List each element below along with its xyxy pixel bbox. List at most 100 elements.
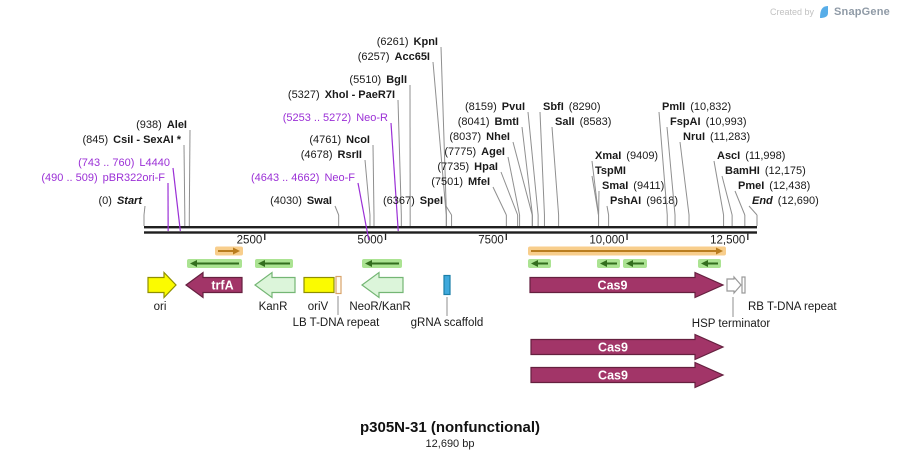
- feature-cas9-copy[interactable]: [530, 361, 725, 389]
- backbone-line-bottom: [144, 231, 757, 234]
- site-leader-line: [521, 126, 533, 216]
- feature-kanr-label: KanR: [259, 301, 288, 313]
- site-label-end[interactable]: End(12,690): [752, 195, 819, 207]
- feature-rb-t-dna-repeat-label: RB T-DNA repeat: [748, 301, 837, 313]
- site-label-bmti[interactable]: (8041)BmtI: [458, 116, 519, 128]
- feature-cas9[interactable]: [529, 271, 725, 299]
- feature-trfa[interactable]: [184, 271, 243, 299]
- feature-kanr[interactable]: [253, 271, 296, 299]
- site-leader-line: [188, 129, 191, 216]
- site-leader-line: [748, 205, 758, 216]
- site-leader-line: [606, 205, 610, 216]
- site-label-fspai[interactable]: FspAI(10,993): [670, 116, 747, 128]
- feature-hsp-terminator[interactable]: [726, 275, 742, 295]
- axis-tick-label: 7500: [478, 235, 504, 247]
- feature-hsp-terminator-label: HSP terminator: [692, 318, 771, 330]
- site-leader-line: [364, 159, 371, 216]
- site-leader-line: [507, 156, 521, 216]
- primer-arrow-green-left-head: [190, 260, 197, 267]
- primer-arrow-green-left-head: [626, 260, 633, 267]
- primer-leader-line: [390, 122, 399, 232]
- snapgene-watermark: Created by SnapGene: [770, 5, 890, 19]
- site-label-agei[interactable]: (7775)AgeI: [444, 146, 505, 158]
- plasmid-length: 12,690 bp: [425, 438, 475, 450]
- primer-arrow-orange-right-head: [233, 247, 240, 255]
- site-leader-line: [397, 99, 402, 216]
- site-label-alei[interactable]: (938)AleI: [136, 119, 187, 131]
- site-label-pshai[interactable]: PshAI(9618): [610, 195, 678, 207]
- site-label-swai[interactable]: (4030)SwaI: [270, 195, 332, 207]
- primer-leader-line: [357, 182, 370, 241]
- feature-rb-t-dna-repeat[interactable]: [741, 276, 746, 294]
- site-label-start[interactable]: (0)Start: [98, 195, 143, 207]
- axis-tick-label: 5000: [357, 235, 383, 247]
- site-leader-line: [734, 190, 746, 216]
- site-label-asci[interactable]: AscI(11,998): [717, 150, 785, 162]
- site-leader-line: [679, 141, 690, 216]
- site-leader-line: [551, 126, 560, 216]
- site-leader-line: [372, 144, 375, 216]
- site-label-csii-sexai[interactable]: (845)CsiI - SexAI *: [82, 134, 181, 146]
- site-leader-line: [432, 61, 447, 216]
- site-label-pbr322ori-f[interactable]: (490 .. 509)pBR322ori-F: [41, 172, 165, 184]
- site-label-smai[interactable]: SmaI(9411): [602, 180, 664, 192]
- site-label-xmai[interactable]: XmaI(9409): [595, 150, 658, 162]
- primer-arrow-orange-right-head: [716, 247, 723, 255]
- site-label-spei[interactable]: (6367)SpeI: [383, 195, 443, 207]
- site-leader-line: [445, 205, 452, 216]
- primer-arrow-green-left-head: [365, 260, 372, 267]
- feature-neor-kanr-label: NeoR/KanR: [349, 301, 410, 313]
- snapgene-logo-icon: [819, 6, 828, 18]
- primer-arrow-green-left-head: [258, 260, 265, 267]
- site-label-bgli[interactable]: (5510)BglI: [349, 74, 407, 86]
- site-label-kpni[interactable]: (6261)KpnI: [377, 36, 438, 48]
- site-leader-line: [334, 205, 340, 216]
- backbone-line-top: [144, 226, 757, 229]
- axis-tick-label: 12,500: [710, 235, 745, 247]
- site-label-sbfi[interactable]: SbfI(8290): [543, 101, 601, 113]
- feature-grna-scaffold-label: gRNA scaffold: [411, 317, 484, 329]
- site-label-tspmi[interactable]: TspMI: [595, 165, 626, 177]
- site-label-sali[interactable]: SalI(8583): [555, 116, 611, 128]
- site-label-neo-r[interactable]: (5253 .. 5272)Neo-R: [283, 112, 388, 124]
- axis-tick-label: 2500: [237, 235, 263, 247]
- site-label-nhei[interactable]: (8037)NheI: [449, 131, 510, 143]
- primer-leader-line: [172, 167, 181, 232]
- axis-tick-label: 10,000: [589, 235, 624, 247]
- site-leader-line: [492, 186, 507, 216]
- feature-neor-kanr[interactable]: [360, 271, 404, 299]
- site-label-xhoi-paer7i[interactable]: (5327)XhoI - PaeR7I: [288, 89, 395, 101]
- site-label-pvui[interactable]: (8159)PvuI: [465, 101, 525, 113]
- site-label-hpai[interactable]: (7735)HpaI: [437, 161, 498, 173]
- site-leader-line: [183, 144, 186, 216]
- primer-arrow-green-left-head: [600, 260, 607, 267]
- site-label-nrui[interactable]: NruI(11,283): [683, 131, 750, 143]
- primer-arrow-green-left-head: [531, 260, 538, 267]
- feature-lb-t-dna-repeat[interactable]: [335, 275, 342, 295]
- site-leader-line: [440, 46, 447, 216]
- site-label-acc65i[interactable]: (6257)Acc65I: [358, 51, 430, 63]
- site-leader-line: [658, 111, 668, 216]
- feature-cas9-copy-label: Cas9: [598, 341, 628, 355]
- primer-arrow-green-left-head: [701, 260, 708, 267]
- feature-grna-scaffold[interactable]: [443, 274, 451, 296]
- feature-lb-t-dna-repeat-label: LB T-DNA repeat: [293, 317, 381, 329]
- site-leader-line: [500, 171, 519, 216]
- feature-cas9-copy[interactable]: [530, 333, 725, 361]
- feature-oriv[interactable]: [303, 276, 335, 294]
- site-label-ncoi[interactable]: (4761)NcoI: [309, 134, 370, 146]
- site-label-pmli[interactable]: PmlI(10,832): [662, 101, 731, 113]
- site-leader-line: [539, 111, 545, 216]
- created-by-text: Created by: [769, 7, 814, 17]
- site-label-neo-f[interactable]: (4643 .. 4662)Neo-F: [251, 172, 355, 184]
- site-leader-line: [143, 205, 146, 216]
- feature-ori-label: ori: [154, 301, 167, 313]
- site-leader-line: [666, 126, 676, 216]
- site-label-l4440[interactable]: (743 .. 760)L4440: [78, 157, 170, 169]
- site-label-mfei[interactable]: (7501)MfeI: [431, 176, 490, 188]
- site-label-rsrii[interactable]: (4678)RsrII: [301, 149, 362, 161]
- feature-ori[interactable]: [147, 271, 177, 299]
- site-label-bamhi[interactable]: BamHI(12,175): [725, 165, 806, 177]
- site-label-pmei[interactable]: PmeI(12,438): [738, 180, 810, 192]
